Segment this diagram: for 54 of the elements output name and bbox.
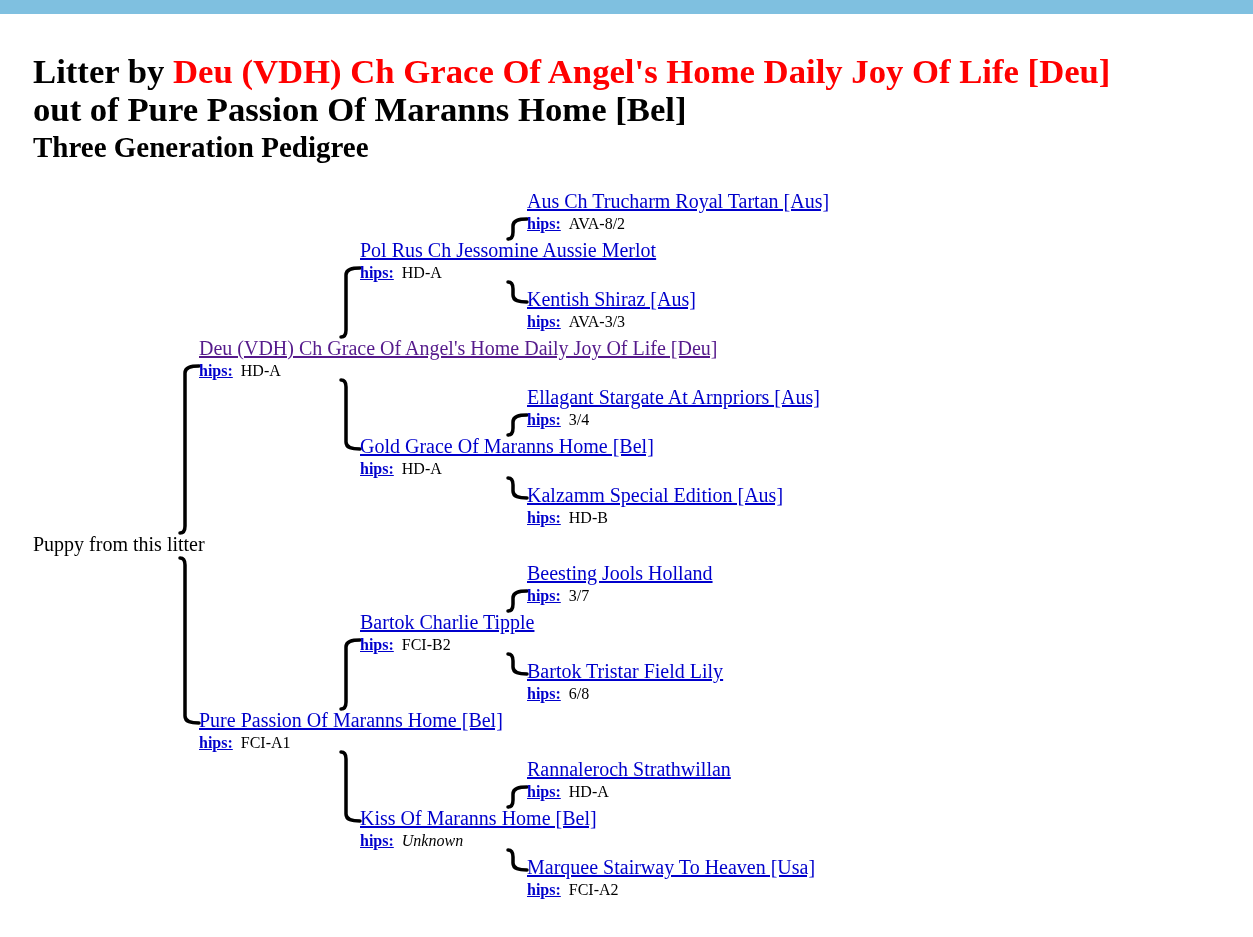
hips-link: hips: bbox=[527, 587, 561, 605]
brace-connector bbox=[506, 217, 529, 241]
hips-score: HD-A bbox=[240, 362, 281, 380]
dog-name-link: Ellagant Stargate At Arnpriors [Aus] bbox=[527, 386, 820, 408]
hips-link: hips: bbox=[360, 832, 394, 850]
dog-name-link: Marquee Stairway To Heaven [Usa] bbox=[527, 856, 816, 878]
brace-connector bbox=[506, 589, 529, 613]
hips-link: hips: bbox=[360, 636, 394, 654]
hips-link: hips: bbox=[527, 411, 561, 429]
hips-score: AVA-3/3 bbox=[568, 313, 626, 331]
hips-score: FCI-A2 bbox=[568, 881, 619, 899]
subtitle: Three Generation Pedigree bbox=[33, 130, 369, 164]
hips-link: hips: bbox=[527, 509, 561, 527]
hips-link: hips: bbox=[199, 362, 233, 380]
dog-name-link: Gold Grace Of Maranns Home [Bel] bbox=[360, 435, 654, 457]
dog-name-link: Bartok Charlie Tipple bbox=[360, 611, 535, 633]
brace-connector bbox=[506, 280, 529, 304]
header-bar bbox=[0, 0, 1253, 14]
hips-score: 3/7 bbox=[568, 587, 590, 605]
hips-link: hips: bbox=[360, 460, 394, 478]
hips-link: hips: bbox=[527, 215, 561, 233]
hips-score: Unknown bbox=[401, 832, 464, 850]
dog-name-link: Kiss Of Maranns Home [Bel] bbox=[360, 807, 597, 829]
brace-connector bbox=[506, 848, 529, 872]
dog-name-link: Deu (VDH) Ch Grace Of Angel's Home Daily Joy Of Life [Deu] bbox=[199, 337, 718, 359]
dog-name-link: Aus Ch Trucharm Royal Tartan [Aus] bbox=[527, 190, 830, 212]
node-label: Puppy from this litter bbox=[33, 533, 205, 555]
hips-link: hips: bbox=[527, 685, 561, 703]
hips-link: hips: bbox=[527, 881, 561, 899]
hips-link: hips: bbox=[527, 783, 561, 801]
hips-link: hips: bbox=[199, 734, 233, 752]
hips-score: HD-A bbox=[401, 264, 442, 282]
hips-score: FCI-B2 bbox=[401, 636, 451, 654]
hips-score: HD-B bbox=[568, 509, 608, 527]
brace-connector bbox=[506, 413, 529, 437]
hips-score: HD-A bbox=[401, 460, 442, 478]
dog-name-link: Kalzamm Special Edition [Aus] bbox=[527, 484, 784, 506]
dog-name-link: Pol Rus Ch Jessomine Aussie Merlot bbox=[360, 239, 657, 261]
hips-score: FCI-A1 bbox=[240, 734, 291, 752]
dog-name-link: Beesting Jools Holland bbox=[527, 562, 713, 584]
hips-score: 3/4 bbox=[568, 411, 590, 429]
dog-name-link: Bartok Tristar Field Lily bbox=[527, 660, 724, 682]
dog-name-link: Rannaleroch Strathwillan bbox=[527, 758, 731, 780]
hips-score: AVA-8/2 bbox=[568, 215, 626, 233]
hips-score: HD-A bbox=[568, 783, 609, 801]
dog-name-link: Kentish Shiraz [Aus] bbox=[527, 288, 696, 310]
brace-connector bbox=[506, 785, 529, 809]
dog-name-link: Pure Passion Of Maranns Home [Bel] bbox=[199, 709, 503, 731]
hips-link: hips: bbox=[360, 264, 394, 282]
brace-connector bbox=[506, 476, 529, 500]
hips-link: hips: bbox=[527, 313, 561, 331]
brace-connector bbox=[506, 652, 529, 676]
hips-score: 6/8 bbox=[568, 685, 590, 703]
page-title: Litter by Deu (VDH) Ch Grace Of Angel's Home Daily Joy Of Life [Deu] out of Pure Passion Of Maranns Home [Bel] bbox=[33, 53, 1112, 129]
